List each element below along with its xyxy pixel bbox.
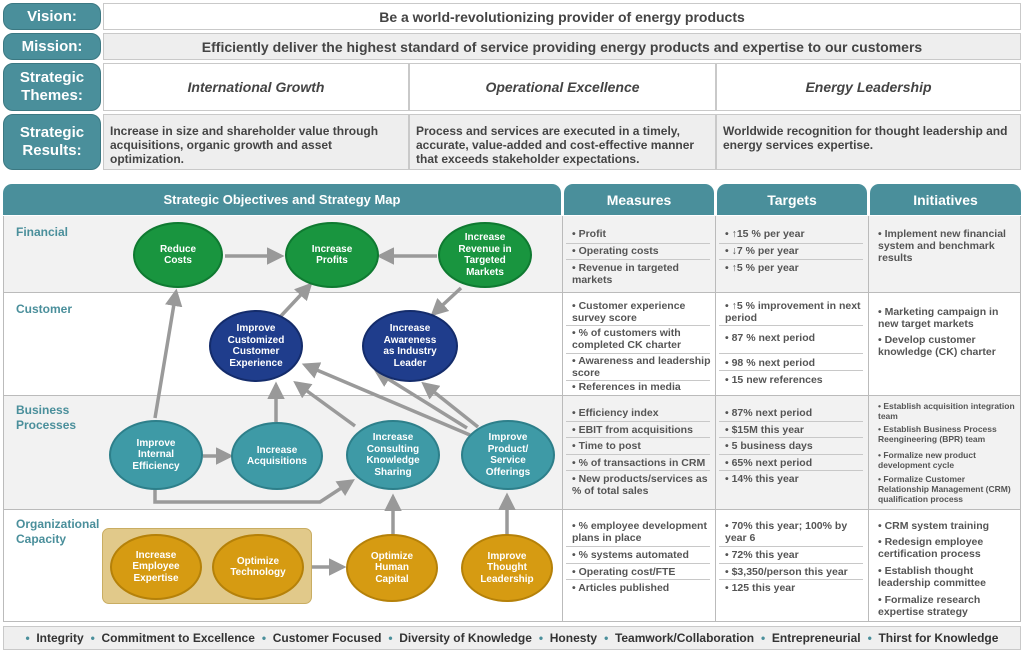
bus-initiative: • Establish Business Process Reengineeri… [878,424,997,444]
header-strategy-map: Strategic Objectives and Strategy Map [3,184,561,215]
fin-measure: • Revenue in targeted markets [572,262,679,286]
fin-target: • ↑5 % per year [725,262,799,274]
fin-initiative: • Implement new financial system and ben… [878,228,1006,264]
header-targets: Targets [717,184,867,215]
org-measure: • Operating cost/FTE [572,566,676,578]
bus-measure: • % of transactions in CRM [572,457,706,469]
node-reduce-costs[interactable]: Reduce Costs [133,222,223,288]
header-measures: Measures [564,184,714,215]
cust-measure: • References in media [572,381,681,393]
perspective-business: Business Processes [16,403,77,432]
theme-energy-leadership: Energy Leadership [716,63,1021,111]
vision-label: Vision: [3,3,101,30]
bus-target: • 65% next period [725,457,813,469]
bus-measure: • Efficiency index [572,407,659,419]
cust-target: • ↑5 % improvement in next period [725,300,861,324]
bus-target: • 87% next period [725,407,813,419]
cust-measure: • % of customers with completed CK chart… [572,327,682,351]
cust-target: • 87 % next period [725,332,816,344]
node-improve-internal-efficiency[interactable]: Improve Internal Efficiency [109,420,203,490]
value-item: • Diversity of Knowledge [388,631,532,645]
value-item: • Customer Focused [261,631,382,645]
node-optimize-human-capital[interactable]: Optimize Human Capital [346,534,438,602]
cust-target: • 15 new references [725,374,823,386]
node-increase-consulting[interactable]: Increase Consulting Knowledge Sharing [346,420,440,490]
cust-measure: • Customer experience survey score [572,300,686,324]
vision-text: Be a world-revolutionizing provider of e… [103,3,1021,30]
node-increase-employee-expertise[interactable]: Increase Employee Expertise [110,534,202,600]
mission-label: Mission: [3,33,101,60]
perspective-customer: Customer [16,302,73,316]
bus-measure: • EBIT from acquisitions [572,424,693,436]
bus-target: • 14% this year [725,473,799,485]
value-item: • Teamwork/Collaboration [604,631,755,645]
result-energy-leadership: Worldwide recognition for thought leader… [716,114,1021,170]
node-increase-awareness[interactable]: Increase Awareness as Industry Leader [362,310,458,382]
node-optimize-technology[interactable]: Optimize Technology [212,534,304,600]
value-item: • Entrepreneurial [761,631,861,645]
node-increase-revenue[interactable]: Increase Revenue in Targeted Markets [438,222,532,288]
result-international-growth: Increase in size and shareholder value t… [103,114,409,170]
cust-target: • 98 % next period [725,357,816,369]
org-measure: • % systems automated [572,549,689,561]
node-increase-acquisitions[interactable]: Increase Acquisitions [231,422,323,490]
fin-measure: • Profit [572,228,607,240]
bus-measure: • Time to post [572,440,641,452]
theme-operational-excellence: Operational Excellence [409,63,716,111]
value-item: • Thirst for Knowledge [867,631,999,645]
org-initiative: • CRM system training [878,520,990,532]
bus-initiative: • Establish acquisition integration team [878,401,1015,421]
org-target: • 72% this year [725,549,799,561]
bus-initiative: • Formalize Customer Relationship Manage… [878,474,1011,504]
bus-target: • $15M this year [725,424,804,436]
value-item: • Honesty [538,631,598,645]
org-target: • 125 this year [725,582,796,594]
header-initiatives: Initiatives [870,184,1021,215]
org-target: • 70% this year; 100% by year 6 [725,520,848,544]
cust-initiative: • Marketing campaign in new target marke… [878,306,999,330]
fin-measure: • Operating costs [572,245,659,257]
cust-measure: • Awareness and leadership score [572,355,711,379]
org-measure: • % employee development plans in place [572,520,707,544]
node-improve-thought-leadership[interactable]: Improve Thought Leadership [461,534,553,602]
result-operational-excellence: Process and services are executed in a t… [409,114,716,170]
org-initiative: • Formalize research expertise strategy [878,594,981,618]
fin-target: • ↓7 % per year [725,245,799,257]
bus-measure: • New products/services as % of total sa… [572,473,708,497]
results-label: Strategic Results: [3,114,101,170]
node-increase-profits[interactable]: Increase Profits [285,222,379,288]
node-improve-customer-experience[interactable]: Improve Customized Customer Experience [209,310,303,382]
value-item: • Commitment to Excellence [90,631,255,645]
org-target: • $3,350/person this year [725,566,848,578]
org-initiative: • Establish thought leadership committee [878,565,986,589]
perspective-financial: Financial [16,225,69,239]
bus-initiative: • Formalize new product development cycl… [878,450,976,470]
value-item: • Integrity [25,631,84,645]
theme-international-growth: International Growth [103,63,409,111]
fin-target: • ↑15 % per year [725,228,805,240]
bus-target: • 5 business days [725,440,813,452]
cust-initiative: • Develop customer knowledge (CK) charte… [878,334,996,358]
perspective-org: Organizational Capacity [16,517,100,546]
org-measure: • Articles published [572,582,670,594]
themes-label: Strategic Themes: [3,63,101,111]
values-bar: • Integrity • Commitment to Excellence •… [3,626,1021,650]
node-improve-product-offerings[interactable]: Improve Product/ Service Offerings [461,420,555,490]
org-initiative: • Redesign employee certification proces… [878,536,984,560]
mission-text: Efficiently deliver the highest standard… [103,33,1021,60]
